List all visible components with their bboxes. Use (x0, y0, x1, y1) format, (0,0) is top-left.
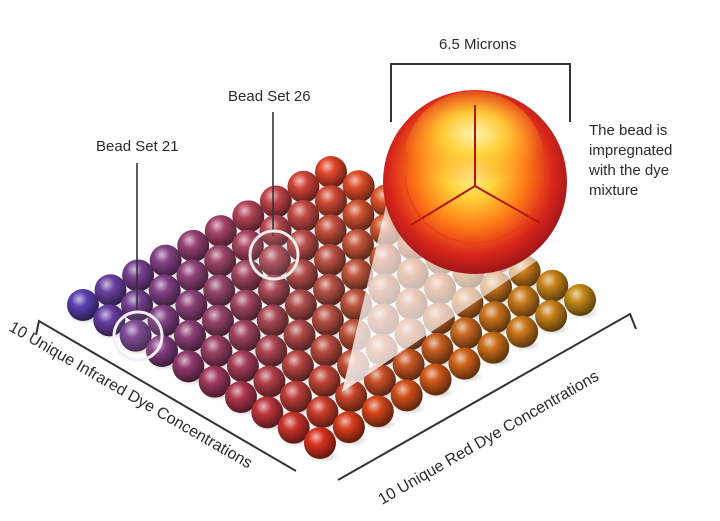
bead (200, 335, 233, 368)
bead (279, 380, 312, 413)
bead (174, 319, 206, 352)
bead (363, 364, 396, 397)
bead (287, 170, 320, 203)
bead (448, 347, 481, 380)
bead (311, 304, 344, 337)
bead (67, 289, 99, 321)
bead (450, 317, 483, 350)
magnified-bead (383, 90, 567, 274)
bead-grid (67, 156, 599, 462)
bead (313, 273, 346, 306)
bead (228, 319, 261, 352)
bead (122, 259, 155, 292)
bead (332, 411, 365, 444)
bead (93, 304, 126, 337)
bead (361, 395, 394, 428)
bead (258, 274, 290, 307)
bead-description-line: The bead is (589, 122, 668, 139)
bead (286, 229, 319, 262)
bead (478, 301, 511, 334)
bead (342, 170, 375, 203)
bead (306, 395, 339, 428)
bead (225, 381, 257, 413)
bead (258, 244, 291, 277)
bead (226, 350, 259, 383)
bead (283, 319, 316, 352)
bead (175, 289, 208, 322)
bead-description: The bead is impregnated with the dye mix… (589, 121, 719, 201)
bead (564, 284, 596, 316)
bead (203, 274, 236, 307)
bead (259, 185, 292, 218)
bead (304, 427, 336, 459)
bead (421, 332, 454, 365)
bead-set-26-label: Bead Set 26 (228, 88, 311, 105)
bead (342, 199, 375, 232)
bead (230, 289, 262, 322)
bead (314, 214, 347, 247)
bead-set-21-label: Bead Set 21 (96, 138, 179, 155)
axis-bracket-left (35, 319, 297, 472)
highlight-ring-bead-set-21 (112, 310, 164, 362)
size-label: 6.5 Microns (439, 36, 517, 53)
bead (255, 334, 288, 367)
bead (176, 259, 209, 292)
bead (94, 274, 127, 307)
bead (148, 274, 181, 307)
size-bracket (390, 63, 571, 122)
bead (251, 396, 284, 429)
bead (308, 365, 341, 398)
bead (232, 200, 265, 233)
bead-description-line: with the dye (589, 162, 670, 179)
bead (341, 258, 374, 291)
bead (315, 156, 347, 188)
bead (477, 331, 510, 364)
bead (535, 299, 568, 332)
bead (147, 304, 180, 337)
bead (314, 244, 346, 277)
bead (177, 229, 210, 262)
bead (202, 304, 234, 337)
bead (310, 334, 343, 367)
bead (506, 315, 539, 348)
bead (253, 365, 286, 398)
bead (314, 185, 347, 218)
bead-description-line: impregnated (589, 142, 673, 159)
bead (172, 350, 205, 383)
highlight-ring-bead-set-26 (248, 229, 300, 281)
bead (281, 349, 314, 382)
bead-description-line: mixture (589, 182, 639, 199)
bead (204, 244, 237, 277)
axis-bracket-right (337, 312, 637, 481)
bead (198, 365, 231, 398)
bead (392, 348, 425, 381)
bead (284, 289, 317, 322)
bead (119, 319, 152, 352)
bead (277, 411, 310, 444)
bead (149, 244, 182, 277)
bead (204, 215, 237, 248)
bead (287, 200, 320, 233)
bead (536, 269, 569, 302)
bead (342, 228, 374, 261)
bead (256, 304, 289, 337)
bead (390, 379, 423, 412)
bead (507, 285, 540, 318)
bead (419, 363, 452, 396)
bead (146, 335, 178, 367)
